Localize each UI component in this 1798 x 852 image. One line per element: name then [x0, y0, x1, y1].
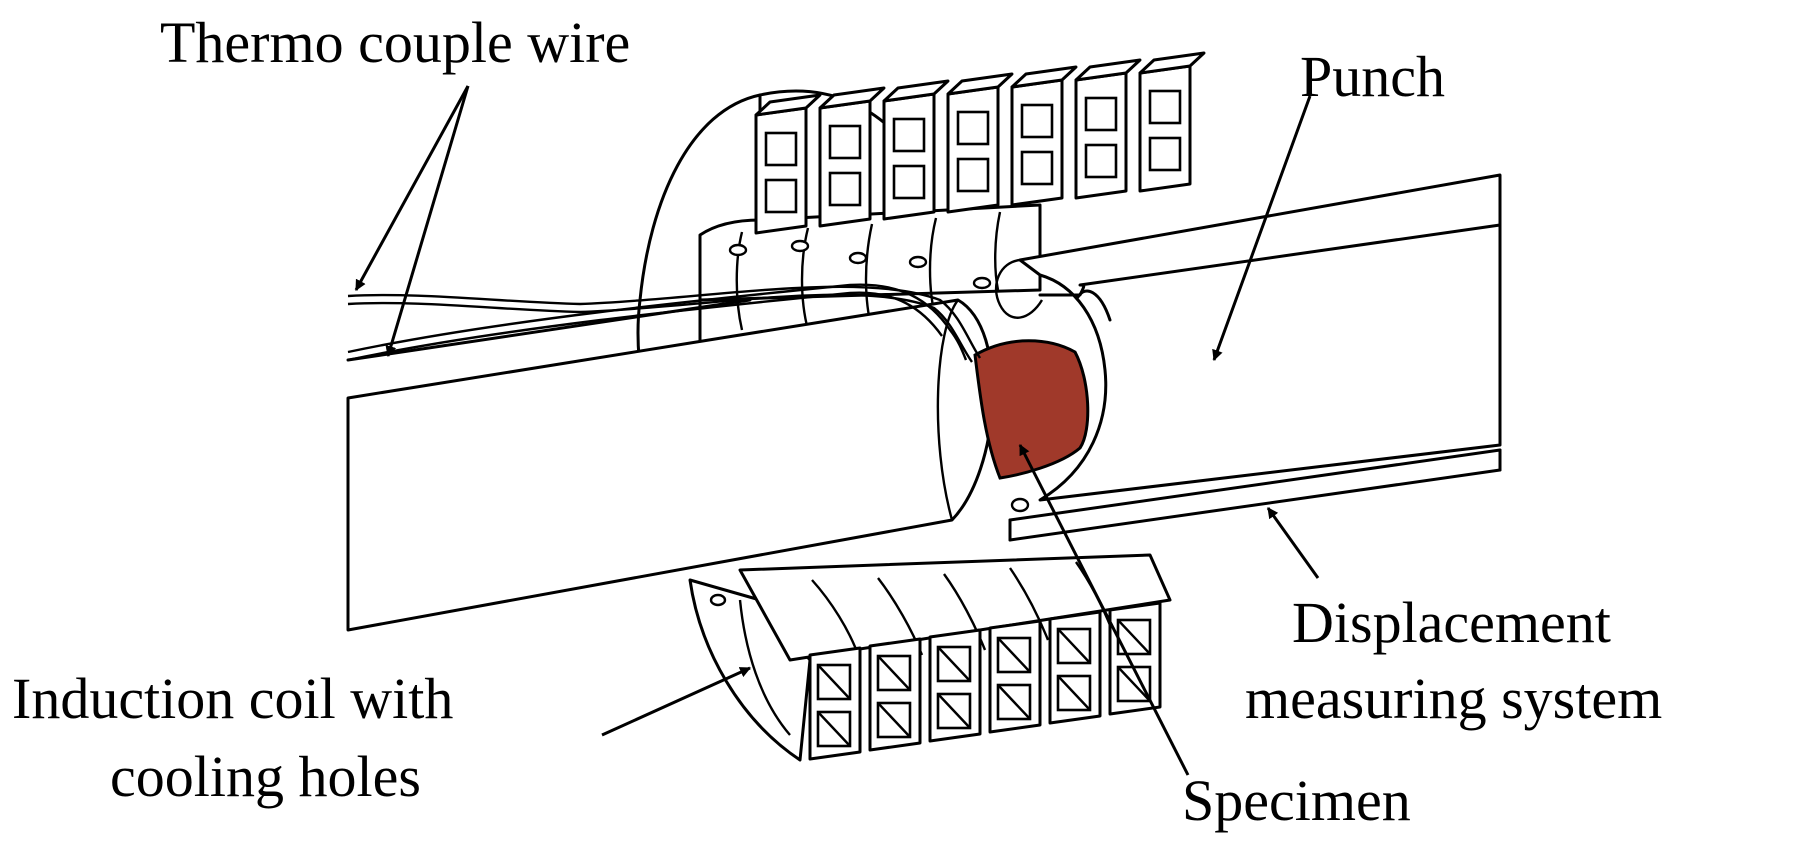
label-specimen: Specimen: [1182, 768, 1411, 833]
coil-block: [754, 93, 822, 235]
coil-block: [1138, 51, 1206, 193]
coil-block: [928, 628, 982, 743]
coil-block: [946, 72, 1014, 214]
coil-block: [868, 637, 922, 752]
cooling-hole: [709, 593, 727, 607]
coil-block: [988, 619, 1042, 734]
coil-block: [1048, 610, 1102, 725]
label-thermocouple-wire: Thermo couple wire: [160, 10, 630, 75]
cooling-hole: [972, 276, 992, 290]
thermocouple-arrow-1: [354, 85, 470, 291]
cooling-hole: [908, 255, 928, 269]
upper-coil-blocks: [754, 51, 1206, 235]
thermocouple-arrow-2: [385, 85, 470, 358]
labels: Thermo couple wire Punch Induction coil …: [12, 10, 1662, 833]
label-induction-coil-line2: cooling holes: [110, 744, 421, 809]
lower-coil-blocks: [808, 601, 1162, 761]
coil-block: [1074, 58, 1142, 200]
label-induction-coil-line1: Induction coil with: [12, 666, 453, 731]
label-displacement-line1: Displacement: [1292, 590, 1611, 655]
cooling-hole: [790, 239, 810, 253]
induction-coil-arrow: [601, 666, 752, 737]
specimen-shape: [973, 339, 1090, 480]
coil-block: [882, 79, 950, 221]
label-displacement-line2: measuring system: [1245, 666, 1662, 731]
thermocouple-wires: [347, 283, 981, 363]
upper-coil-rings: [698, 203, 1042, 331]
coil-block: [818, 86, 886, 228]
displacement-arrow: [1266, 507, 1320, 579]
cooling-hole: [1010, 497, 1030, 513]
coil-block: [1010, 65, 1078, 207]
coil-block: [1108, 601, 1162, 716]
coil-block: [808, 646, 862, 761]
punch-rod: [994, 173, 1502, 542]
specimen-arrow: [1018, 444, 1190, 776]
specimen: [973, 339, 1090, 480]
label-punch: Punch: [1300, 44, 1445, 109]
leader-arrows: [354, 85, 1320, 776]
cooling-hole: [848, 251, 868, 265]
punch-arrow: [1212, 95, 1312, 362]
cooling-hole: [728, 243, 748, 257]
